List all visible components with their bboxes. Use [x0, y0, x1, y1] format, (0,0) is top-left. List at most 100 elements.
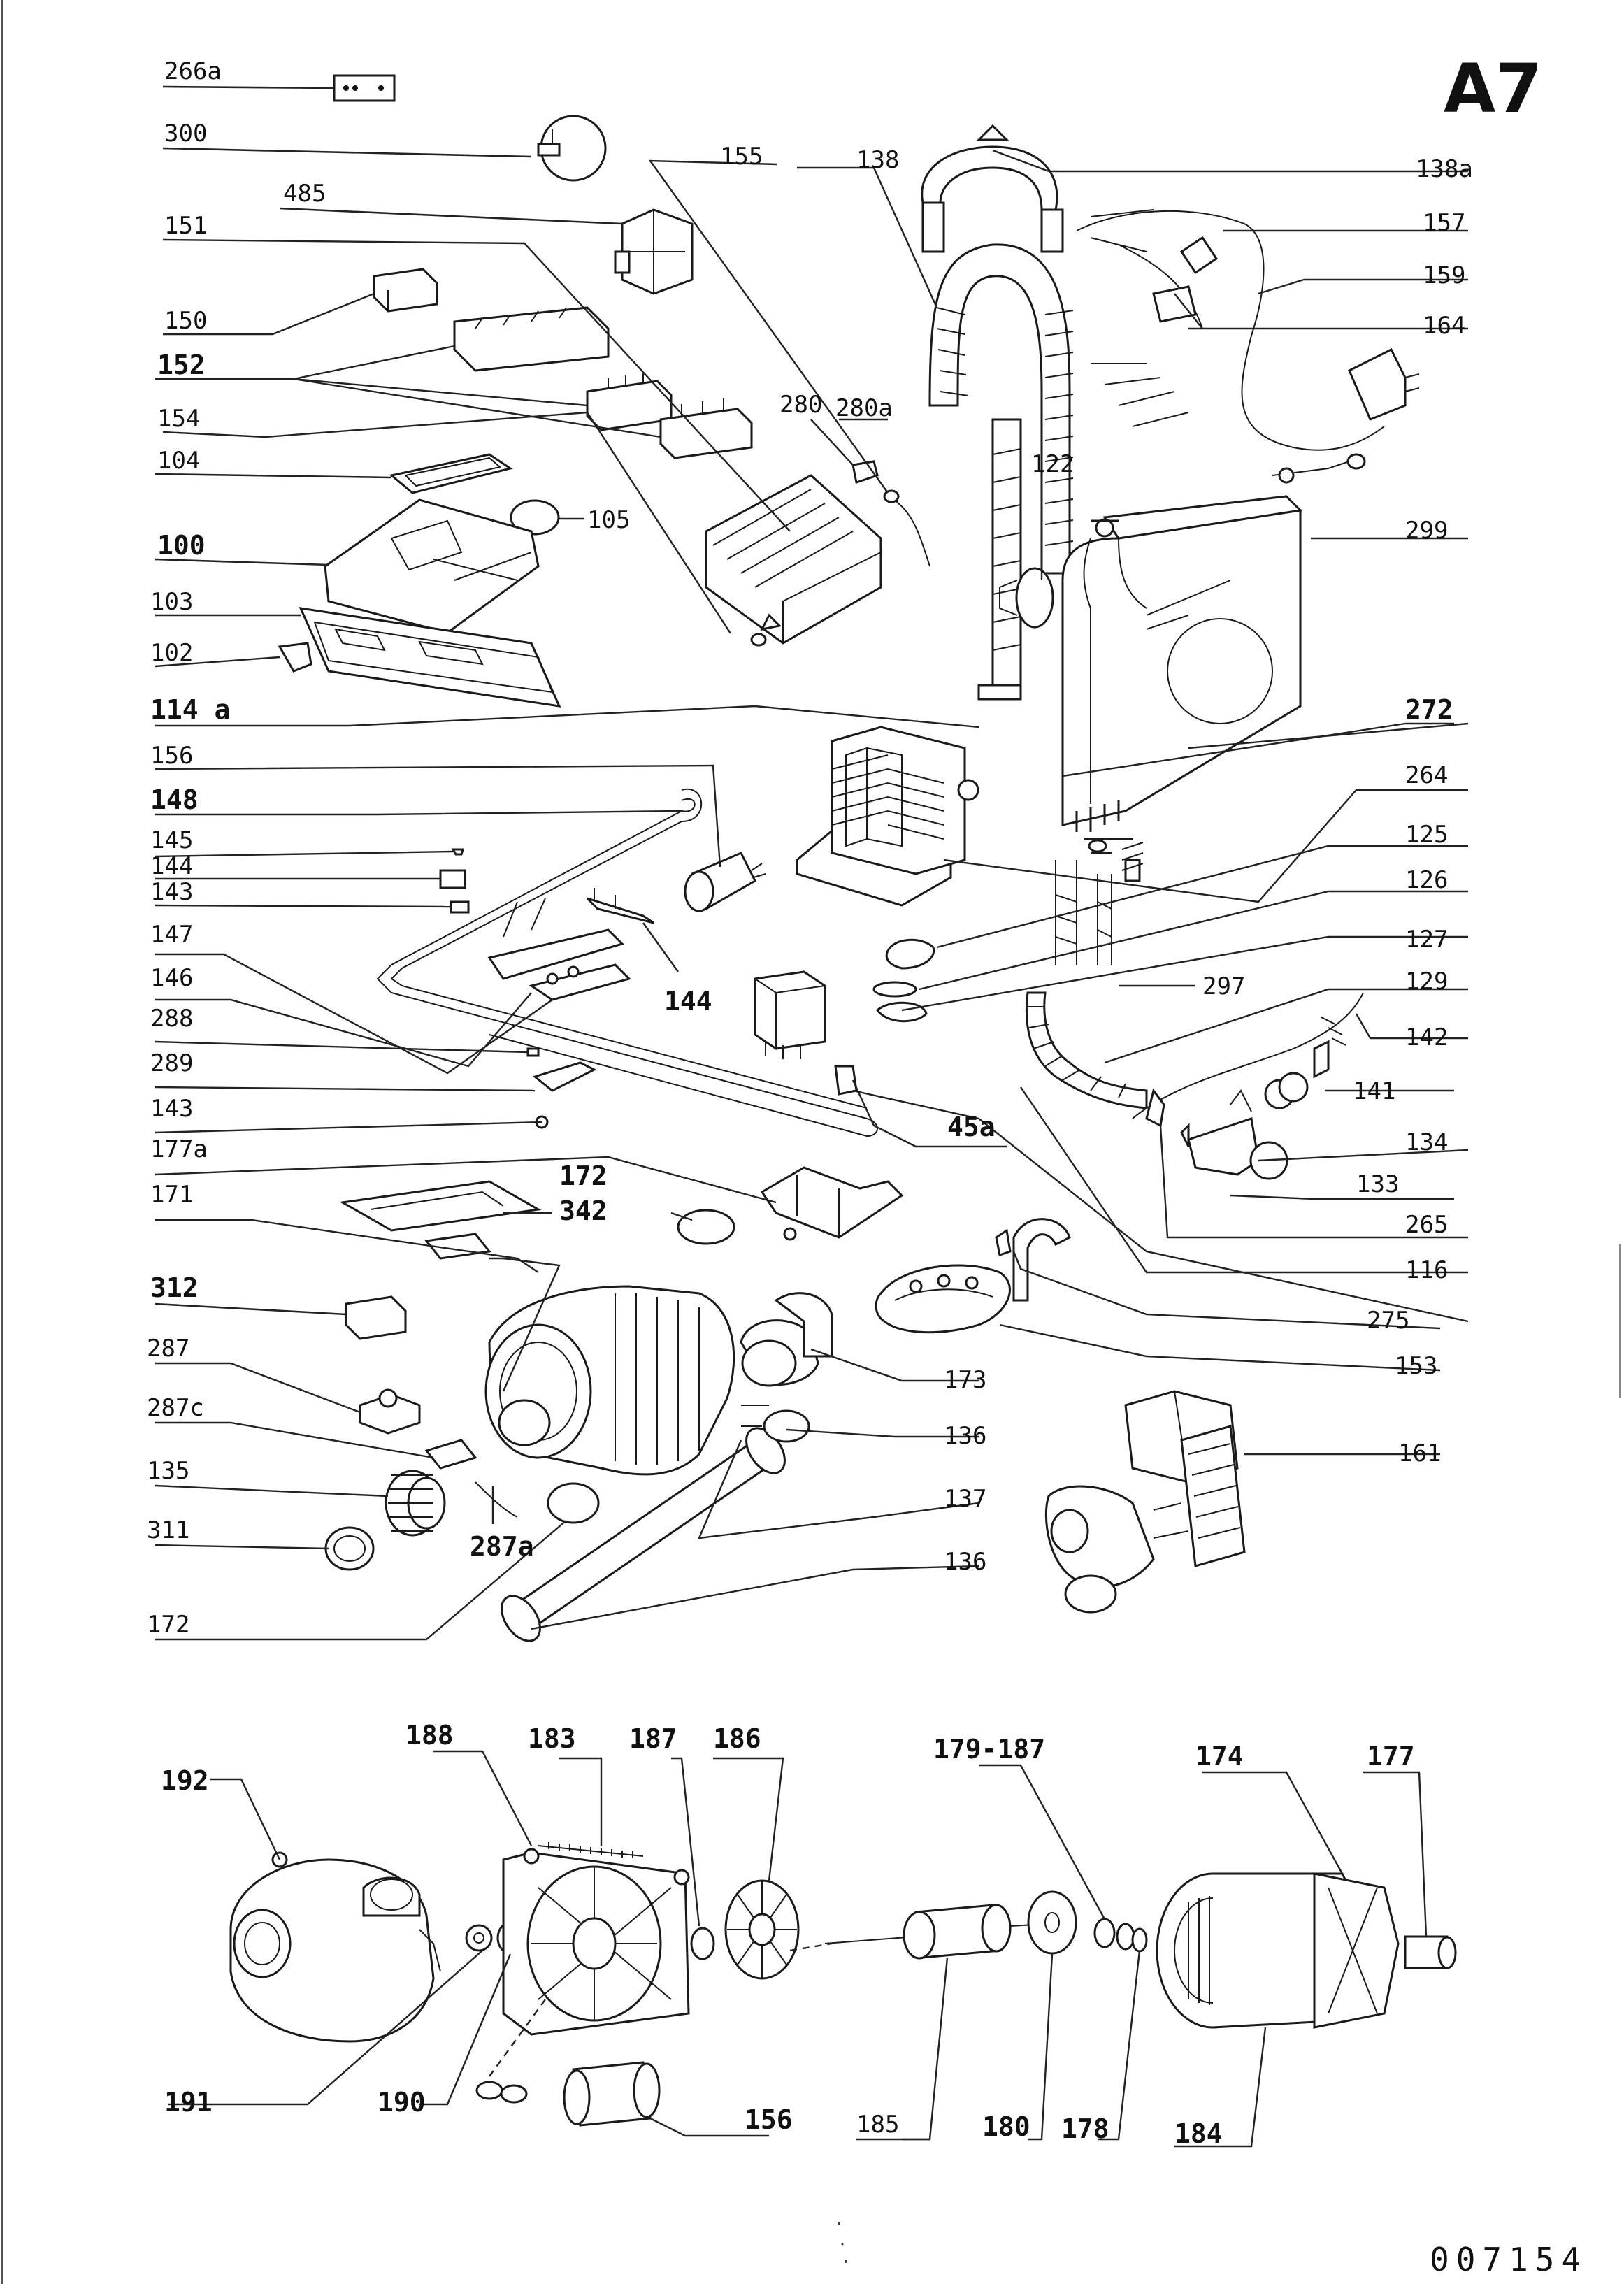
callout-label: 183	[528, 1723, 576, 1754]
callout-label: 157	[1423, 209, 1465, 237]
callout-label: 289	[150, 1049, 193, 1077]
callout-label: 164	[1423, 312, 1465, 340]
callout-label: 177a	[150, 1135, 208, 1163]
part-145-screw	[439, 848, 470, 914]
callout-label: 103	[150, 588, 193, 616]
callout-label: 138a	[1416, 155, 1473, 183]
callout-label: 172	[147, 1611, 189, 1639]
callout-label: 127	[1405, 926, 1448, 954]
callout-label: 126	[1405, 866, 1448, 894]
part-272-drain-assembly	[1084, 838, 1144, 882]
part-264-transformer	[796, 726, 979, 907]
part-485-switch-block	[614, 208, 694, 295]
callout-label: 100	[157, 530, 206, 561]
part-104-window	[389, 453, 513, 494]
part-103-fascia	[278, 607, 561, 708]
part-192-pump-housing	[229, 1851, 441, 2043]
callout-label: 138	[856, 146, 899, 174]
callout-label: 287c	[147, 1394, 204, 1422]
part-135-seal	[324, 1470, 446, 1571]
callout-label: 147	[150, 921, 193, 949]
part-185-rotor	[824, 1904, 1035, 1960]
callout-label: 129	[1405, 968, 1448, 996]
part-275-elbow-hose	[995, 1218, 1071, 1302]
callout-label: 155	[720, 143, 763, 171]
part-312-clip	[345, 1295, 407, 1340]
callout-label: 171	[150, 1181, 193, 1209]
callout-label: 148	[150, 784, 199, 815]
callout-label: 280	[779, 391, 822, 419]
callout-label: 265	[1405, 1211, 1448, 1239]
parts-drawing	[229, 74, 1457, 2127]
callout-label: 180	[982, 2111, 1030, 2142]
part-287-sensor	[359, 1388, 518, 1518]
callout-label: 186	[713, 1723, 761, 1754]
callout-label: 156	[745, 2104, 793, 2135]
part-153-thermostat	[875, 1264, 1011, 1334]
callout-label: 192	[161, 1765, 209, 1796]
callout-label: 143	[150, 878, 193, 906]
callout-label: 188	[405, 1720, 454, 1751]
callout-label: 287a	[470, 1531, 534, 1562]
callout-label: 312	[150, 1272, 199, 1303]
callout-label: 280a	[835, 394, 893, 422]
part-188-motor-frame	[502, 1848, 690, 2036]
part-137-hose	[501, 1409, 810, 1642]
callout-label: 135	[147, 1457, 189, 1485]
callout-label: 485	[283, 180, 326, 208]
part-122-elbow	[999, 567, 1054, 629]
part-100-control-panel	[324, 498, 540, 634]
part-172-clamp	[677, 1209, 735, 1245]
callout-labels: 266a 300 485 151 150 152 154 104 105 100…	[147, 57, 1473, 2149]
part-138-drain-hose	[928, 243, 1074, 701]
part-299-sump-housing	[1061, 467, 1303, 832]
callout-label: 184	[1174, 2118, 1223, 2149]
callout-label: 172	[559, 1161, 608, 1191]
callout-label: 190	[378, 2087, 426, 2118]
callout-label: 141	[1353, 1077, 1395, 1105]
part-183-screw	[538, 1842, 644, 1858]
callout-label: 156	[150, 742, 193, 770]
callout-label: 297	[1202, 972, 1245, 1000]
callout-label: 142	[1405, 1024, 1448, 1051]
leader-lines	[155, 85, 1469, 2148]
part-280-clip	[851, 460, 930, 567]
part-157-wiring-harness	[1076, 209, 1420, 476]
callout-label: 102	[150, 639, 193, 667]
part-161-pump-assembly	[1044, 1390, 1246, 1614]
callout-label: 150	[164, 307, 207, 335]
part-relay	[754, 970, 826, 1059]
callout-label: 143	[150, 1095, 193, 1123]
callout-label: 152	[157, 350, 206, 380]
part-266a-terminal	[333, 74, 396, 102]
part-186-impeller	[724, 1879, 800, 1980]
callout-label: 187	[629, 1723, 677, 1754]
callout-label: 136	[944, 1422, 986, 1450]
callout-label: 45a	[947, 1112, 996, 1142]
callout-label: 299	[1405, 517, 1448, 545]
part-187-ring	[690, 1927, 715, 1960]
callout-label: 173	[944, 1366, 986, 1394]
callout-label: 191	[164, 2087, 213, 2118]
callout-label: 125	[1405, 821, 1448, 849]
callout-label: 161	[1398, 1439, 1441, 1467]
callout-label: 300	[164, 120, 207, 148]
callout-label: 134	[1405, 1128, 1448, 1156]
part-174-end-bracket	[1313, 1872, 1457, 2029]
part-173-elbow	[774, 1292, 833, 1358]
part-300-timer	[537, 115, 607, 182]
document-number: 007154	[1430, 2241, 1588, 2278]
callout-label: 151	[164, 212, 207, 240]
callout-label: 174	[1195, 1741, 1244, 1772]
callout-label: 144	[664, 986, 712, 1017]
callout-label: 266a	[164, 57, 222, 85]
part-180-disc	[1027, 1890, 1077, 1955]
callout-label: 137	[944, 1485, 986, 1513]
callout-label: 153	[1395, 1352, 1437, 1380]
callout-label: 342	[559, 1195, 608, 1226]
callout-label: 114 a	[150, 694, 230, 725]
callout-label: 288	[150, 1005, 193, 1033]
callout-label: 144	[150, 852, 193, 880]
part-148-heating-element	[376, 788, 878, 1137]
